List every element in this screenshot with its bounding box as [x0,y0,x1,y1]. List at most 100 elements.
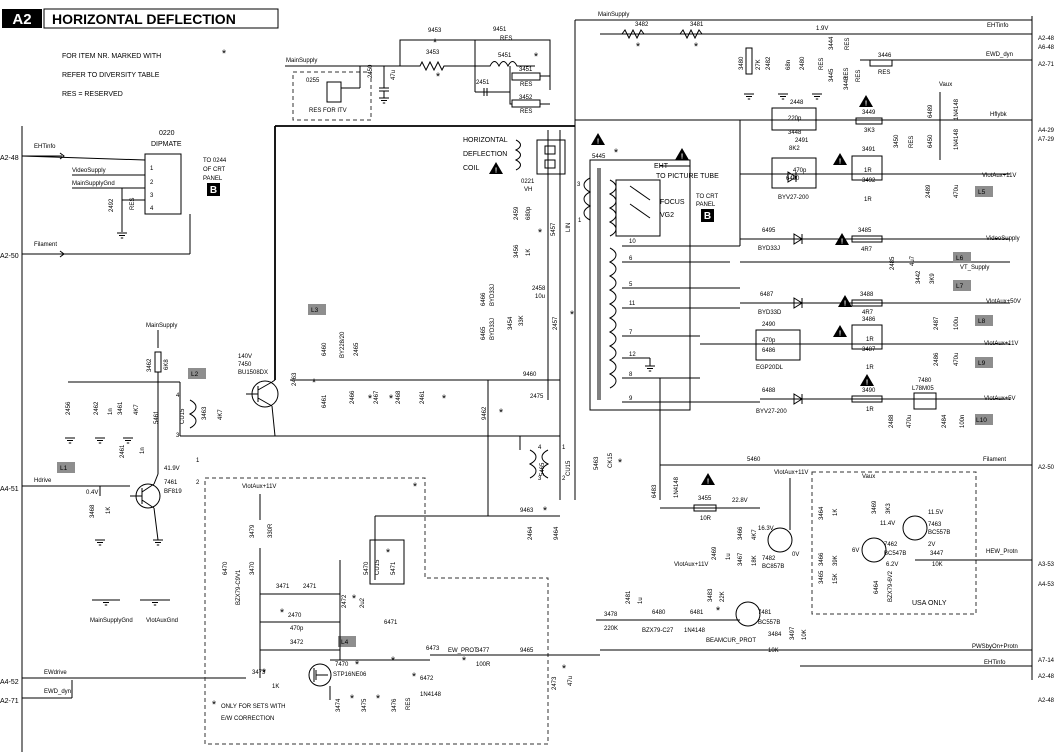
component-ref: 6460 [322,342,328,356]
component-value: 4K7 [218,409,224,420]
net-label: HEW_Protn [986,549,1018,555]
voltage-label: 6.2V [886,562,898,568]
component-ref: 0255 [306,78,320,84]
component-value: RES [856,70,862,82]
component-ref: 2461 [420,390,426,404]
voltage-label: 22.8V [732,498,748,504]
component-value: 100R [476,662,491,668]
edge-ref: A7-14 [1038,658,1055,664]
component-ref: 2489 [926,184,932,198]
pin-label: 6 [629,256,633,262]
component-ref: 3444 [829,36,835,50]
component-value: 470p [793,168,807,174]
voltage-label: 41.9V [164,466,180,472]
net-label: MainSupply [286,58,317,64]
component-ref: 6481 [690,610,704,616]
component-ref: 6480 [652,610,666,616]
component-ref: 3481 [690,22,704,28]
component-ref: 3463 [202,406,208,420]
component-ref: 2471 [303,584,317,590]
component-value: 8K2 [789,146,800,152]
component-value: 1R [866,407,874,413]
voltage-label: 140V [238,354,252,360]
warning-icon [489,162,503,175]
voltage-label: 1.9V [816,26,828,32]
svg-text:L8: L8 [978,318,986,325]
pin-label: 4 [150,206,154,212]
component-ref: 3483 [708,588,714,602]
component-ref: 2475 [530,394,544,400]
component-value: 1R [864,168,872,174]
component-ref: 2481 [626,590,632,604]
component-ref: 6470 [223,561,229,575]
component-ref: 6466 [481,292,487,306]
component-ref: 3491 [862,147,876,153]
component-ref: 9451 [493,27,507,33]
l-tag [975,357,993,368]
component-ref: 5470 [364,561,370,575]
component-value: 10K [768,648,779,654]
note-line-2: REFER TO DIVERSITY TABLE [62,72,160,79]
component-ref: 9464 [554,526,560,540]
component-value: 1N4148 [674,476,680,498]
pin-label: 3 [176,433,180,439]
svg-text:L1: L1 [60,465,68,472]
component-ref: 5460 [747,457,761,463]
component-ref: 6483 [652,484,658,498]
component-value: RES [130,198,136,210]
coil-note: COIL [463,165,479,172]
component-value: BC547B [884,551,906,557]
component-ref: 2467 [374,390,380,404]
pin-label: 4 [176,393,180,399]
svg-text:L9: L9 [978,360,986,367]
component-ref: 3448 [788,130,802,136]
component-value: 1K [272,684,279,690]
component-value: 1R [864,197,872,203]
ew-note: E/W CORRECTION [221,716,274,722]
component-ref: 3446 [878,53,892,59]
component-value: VH [524,187,532,193]
ew-box [204,477,549,745]
l-tag [308,304,326,315]
component-value: 470u [954,353,960,366]
net-label: PWSbyOn+Protn [972,644,1018,650]
component-ref: 2472 [342,594,348,608]
component-ref: 9465 [520,648,534,654]
page-title: HORIZONTAL DEFLECTION [52,11,236,27]
component-ref: 6465 [481,326,487,340]
component-ref: 3454 [508,316,514,330]
note-star-icon [221,48,227,60]
svg-text:L4: L4 [341,639,349,646]
component-ref: 3456 [514,244,520,258]
edge-ref: A6-48 [1038,45,1055,51]
component-ref: 3467 [738,552,744,566]
component-value: CK15 [608,452,614,468]
l-tags: L5 L6 L7 L8 L9 L10 L1 L2 L3 L4 [57,186,993,647]
net-label: Hdrive [34,478,52,484]
pin-label: 12 [629,352,636,358]
component-value: BYD33D [758,310,782,316]
component-ref: 3470 [250,561,256,575]
component-value: 3K3 [886,503,892,514]
net-label: MainSupplyGnd [72,181,115,187]
l-tag [57,462,75,473]
net-label: EHTinfo [987,23,1009,29]
panel-b-label: B [704,211,711,222]
component-ref: 3485 [858,228,872,234]
pin-label: 1 [196,458,200,464]
l-tag [975,315,993,326]
pin-label: 10 [629,239,636,245]
edge-ref: A2-50 [1038,465,1055,471]
warning-icon [833,325,847,338]
net-label: MainSupplyGnd [90,618,133,624]
component-ref: 3473 [252,670,266,676]
component-value: CU15 [180,408,186,424]
net-label: MainSupply [598,12,629,18]
component-ref: 3442 [916,270,922,284]
component-ref: 3450 [894,134,900,148]
component-value: STP16NE06 [333,672,367,678]
component-value: 1N4148 [684,628,706,634]
component-ref: 2448 [790,100,804,106]
edge-ref: A2-48 [1038,36,1055,42]
voltage-label: 11.5V [928,510,943,516]
